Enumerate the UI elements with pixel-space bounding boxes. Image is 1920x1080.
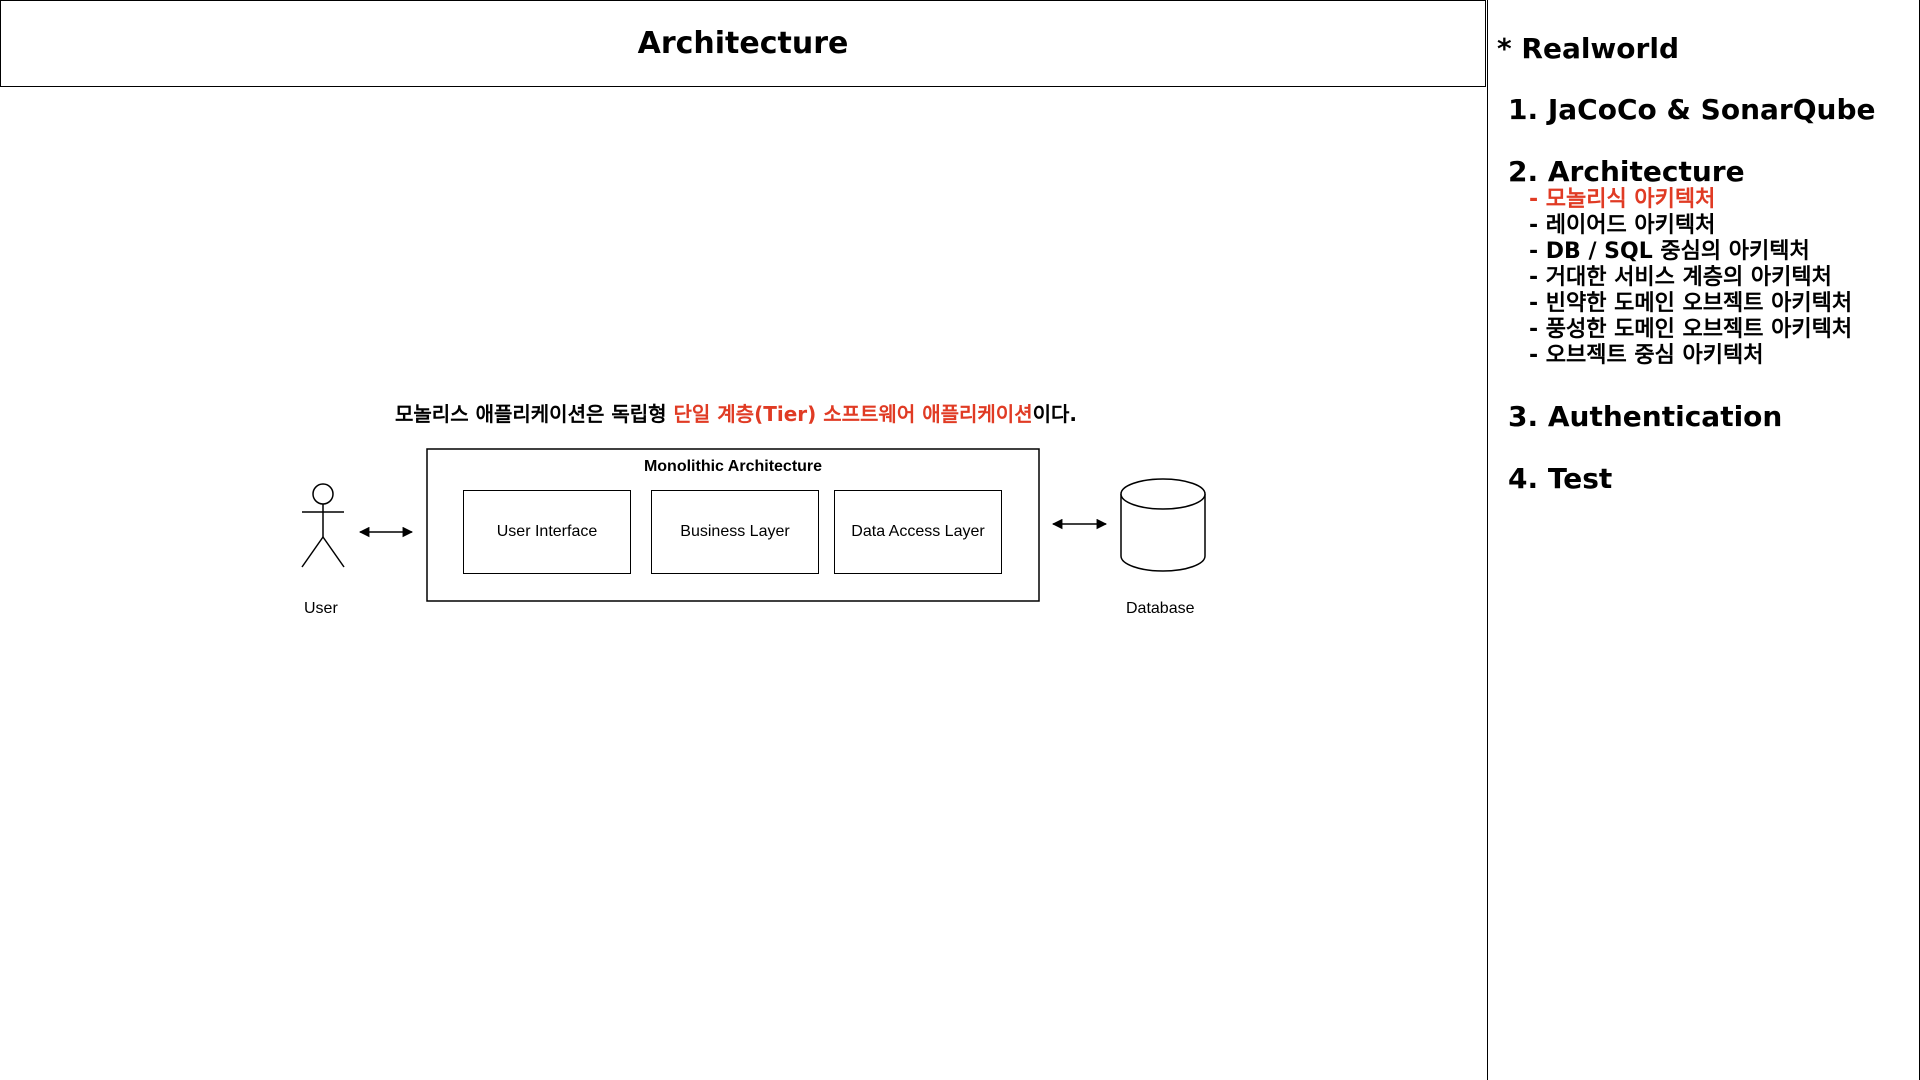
database-label: Database (1126, 600, 1195, 617)
sidebar-item-rich-domain[interactable]: - 풍성한 도메인 오브젝트 아키텍처 (1529, 317, 1853, 342)
caption-suffix: 이다. (1032, 402, 1078, 426)
sidebar-section-architecture[interactable]: 2. Architecture (1508, 155, 1745, 188)
sidebar-item-layered[interactable]: - 레이어드 아키텍처 (1529, 213, 1716, 238)
sidebar-item-object-centric[interactable]: - 오브젝트 중심 아키텍처 (1529, 343, 1764, 368)
sidebar-section-authentication[interactable]: 3. Authentication (1508, 400, 1783, 433)
sidebar-section-jacoco[interactable]: 1. JaCoCo & SonarQube (1508, 93, 1876, 126)
sidebar-item-monolithic[interactable]: - 모놀리식 아키텍처 (1529, 187, 1716, 212)
sidebar-title: * Realworld (1497, 32, 1679, 65)
layer-data-access: Data Access Layer (834, 490, 1002, 574)
user-icon (301, 483, 345, 568)
user-label: User (304, 600, 338, 617)
sidebar-item-db-sql[interactable]: - DB / SQL 중심의 아키텍처 (1529, 239, 1810, 264)
architecture-sublist: - 모놀리식 아키텍처 - 레이어드 아키텍처 - DB / SQL 중심의 아… (1529, 187, 1852, 369)
layer-user-interface: User Interface (463, 490, 631, 574)
container-title: Monolithic Architecture (643, 458, 823, 475)
sidebar-item-service-layer[interactable]: - 거대한 서비스 계층의 아키텍처 (1529, 265, 1832, 290)
page-title: Architecture (0, 0, 1486, 87)
sidebar: * Realworld 1. JaCoCo & SonarQube 2. Arc… (1487, 0, 1920, 1080)
layer-business: Business Layer (651, 490, 819, 574)
slide-caption: 모놀리스 애플리케이션은 독립형 단일 계층(Tier) 소프트웨어 애플리케이… (395, 398, 1077, 427)
database-icon (1120, 478, 1206, 572)
sidebar-item-anemic-domain[interactable]: - 빈약한 도메인 오브젝트 아키텍처 (1529, 291, 1853, 316)
caption-prefix: 모놀리스 애플리케이션은 독립형 (395, 402, 674, 426)
sidebar-section-test[interactable]: 4. Test (1508, 462, 1613, 495)
caption-highlight: 단일 계층(Tier) 소프트웨어 애플리케이션 (673, 402, 1033, 426)
